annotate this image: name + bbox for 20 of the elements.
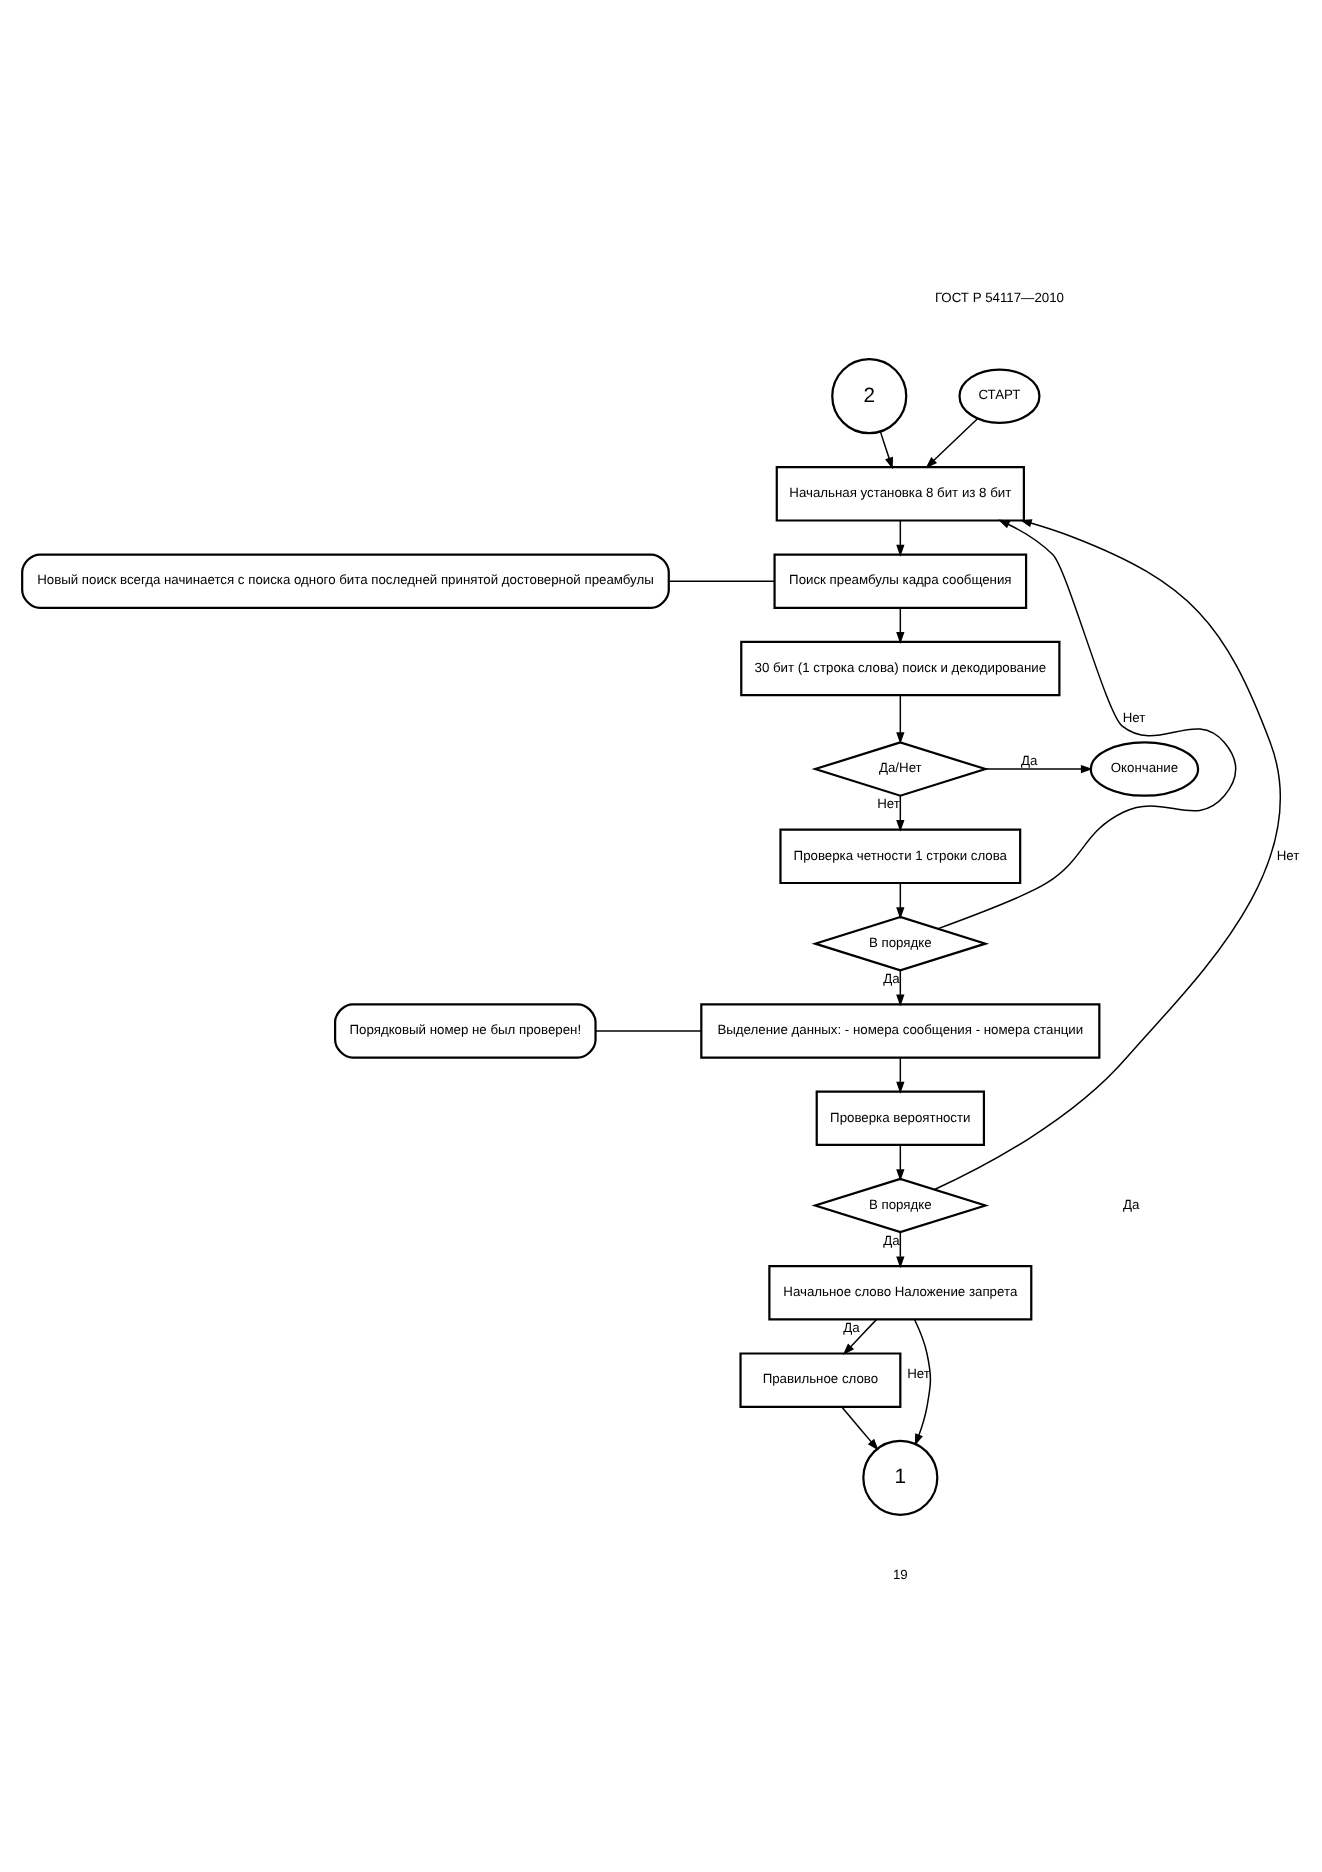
arrow — [842, 1317, 878, 1354]
arrow — [896, 693, 905, 743]
arrow — [896, 881, 905, 919]
arrow — [896, 1143, 905, 1181]
arrow — [984, 763, 1093, 773]
connector — [595, 1029, 702, 1031]
arrow — [879, 430, 893, 469]
arrow — [896, 1230, 905, 1268]
arrow — [933, 518, 1282, 1190]
arrow — [896, 518, 905, 556]
arrow — [914, 1318, 932, 1445]
arrow — [925, 416, 979, 468]
arrow — [896, 794, 905, 831]
arrow — [841, 1405, 879, 1450]
connector — [668, 579, 775, 581]
arrow — [896, 606, 905, 643]
arrow — [896, 968, 905, 1006]
node-circle: 2 — [831, 357, 908, 434]
arrow — [896, 1056, 905, 1093]
arrow — [937, 518, 1237, 929]
